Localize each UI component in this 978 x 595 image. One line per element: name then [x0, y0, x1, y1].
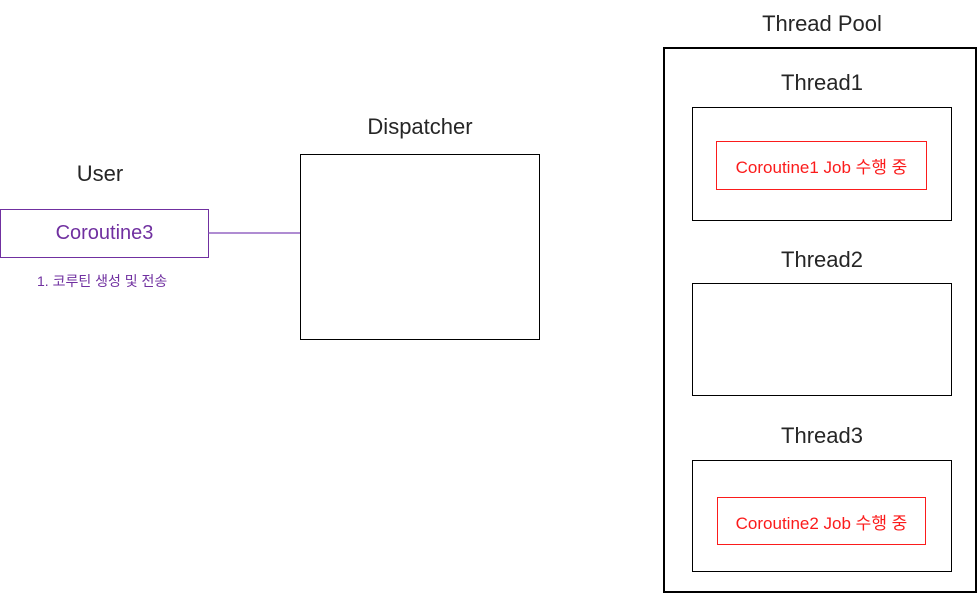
thread-pool-label: Thread Pool: [762, 11, 882, 36]
coroutine3-label: Coroutine3: [55, 222, 154, 244]
thread1-label: Thread1: [781, 70, 863, 95]
thread-pool-box: [663, 47, 977, 593]
thread1-job-box: Coroutine1 Job 수행 중: [716, 141, 927, 190]
dispatcher-box: [300, 154, 540, 340]
thread3-job-box: Coroutine2 Job 수행 중: [717, 497, 926, 545]
user-label: User: [76, 161, 124, 186]
dispatcher-label: Dispatcher: [367, 114, 473, 139]
thread2-box: [692, 283, 952, 396]
thread3-label: Thread3: [781, 423, 863, 448]
thread3-job-label: Coroutine2 Job 수행 중: [735, 513, 908, 533]
thread2-label: Thread2: [781, 247, 863, 272]
coroutine3-box: Coroutine3: [0, 209, 209, 258]
flow-step-annotation: 1. 코루틴 생성 및 전송: [37, 273, 168, 289]
thread1-job-label: Coroutine1 Job 수행 중: [735, 158, 908, 177]
